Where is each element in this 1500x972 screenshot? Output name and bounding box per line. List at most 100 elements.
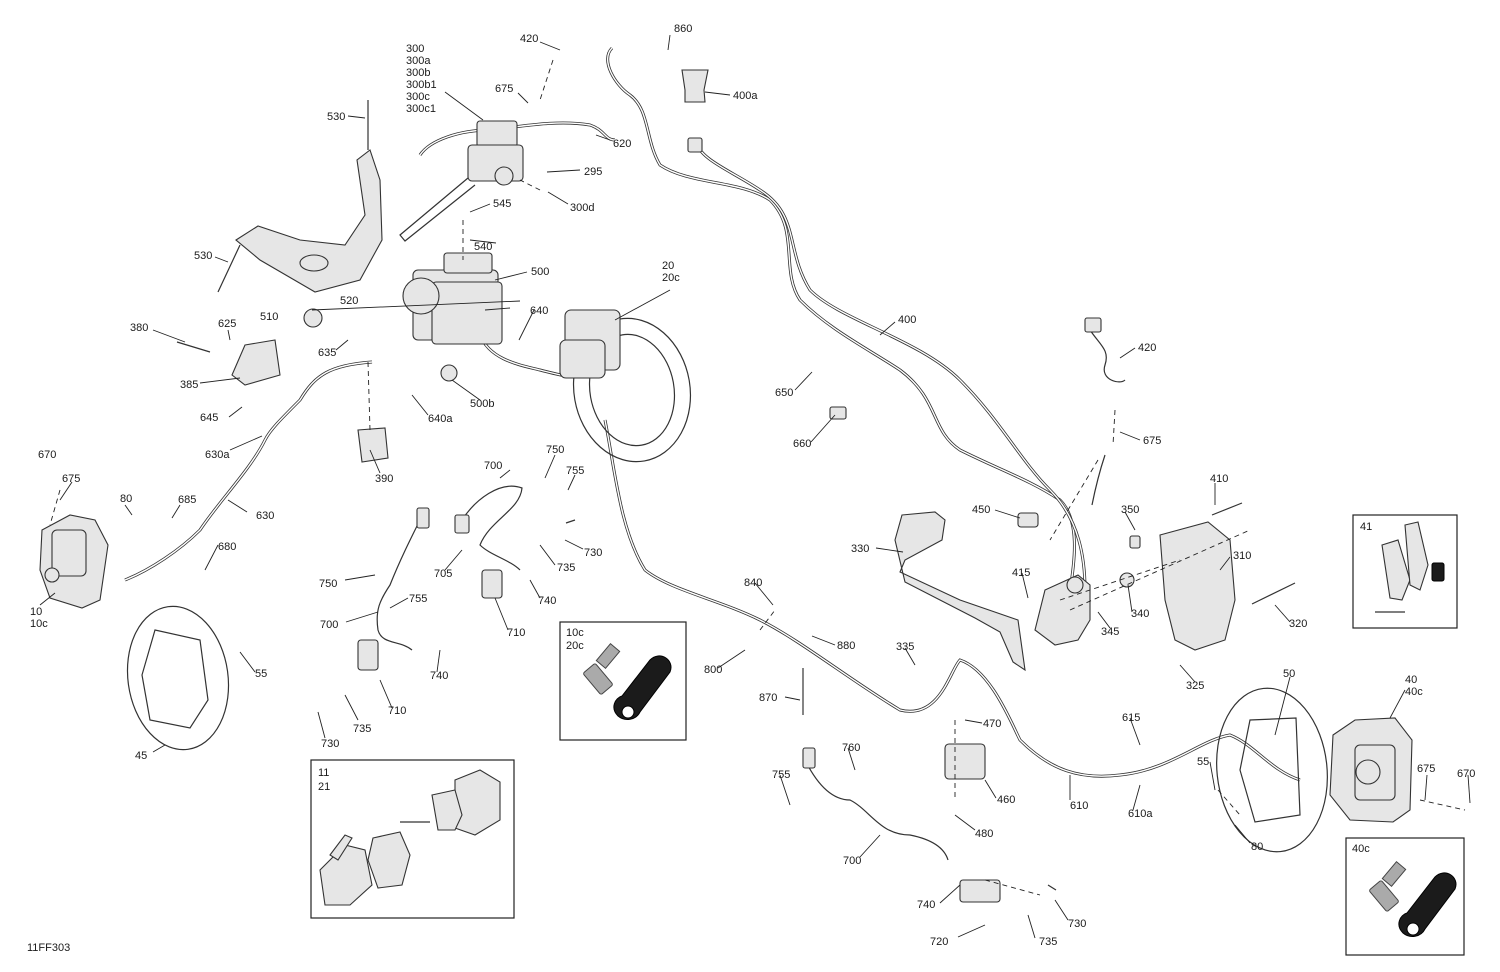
callout-label: 630 [256, 510, 274, 522]
callout-label: 55 [1197, 756, 1209, 768]
callout-label: 625 [218, 318, 236, 330]
callout-label: 880 [837, 640, 855, 652]
callout-line: 680 [218, 541, 236, 553]
callout-line: 20c [662, 272, 680, 284]
callout-label: 750 [319, 578, 337, 590]
callout-line: 740 [917, 899, 935, 911]
callout-label: 675 [62, 473, 80, 485]
callout-line: 700 [484, 460, 502, 472]
callout-label: 735 [1039, 936, 1057, 948]
callout-label: 700 [320, 619, 338, 631]
callout-line: 700 [843, 855, 861, 867]
bleeder-cap-icon [613, 655, 672, 720]
small-parts [231, 308, 1141, 903]
callout-line: 660 [793, 438, 811, 450]
callout-line: 685 [178, 494, 196, 506]
callout-line: 720 [930, 936, 948, 948]
callout-line: 630a [205, 449, 230, 461]
inset-label: 10c [566, 627, 584, 639]
brake-pad-icon [1375, 521, 1445, 613]
callout-label: 500 [531, 266, 549, 278]
callout-label: 530 [194, 250, 212, 262]
callout-line: 20 [662, 260, 674, 272]
callout-label: 400 [898, 314, 916, 326]
rear-master-cylinder [1034, 574, 1091, 646]
callout-line: 400a [733, 90, 758, 102]
callout-label: 80 [120, 493, 132, 505]
callout-label: 710 [507, 627, 525, 639]
callout-line: 50 [1283, 668, 1295, 680]
callout-label: 510 [260, 311, 278, 323]
abs-reservoir-400a [681, 69, 709, 153]
callout-label: 620 [613, 138, 631, 150]
callout-label: 750 [546, 444, 564, 456]
callout-line: 625 [218, 318, 236, 330]
callout-line: 730 [1068, 918, 1086, 930]
callout-label: 840 [744, 577, 762, 589]
inset-box-40c: 40c [1345, 837, 1465, 956]
callout-line: 40 [1405, 674, 1417, 686]
callout-line: 675 [1143, 435, 1161, 447]
callout-label: 730 [1068, 918, 1086, 930]
callout-label: 720 [930, 936, 948, 948]
callout-label: 470 [983, 718, 1001, 730]
callout-line: 80 [1251, 841, 1263, 853]
front-right-disc [559, 309, 692, 463]
callout-line: 320 [1289, 618, 1307, 630]
callout-line: 640a [428, 413, 453, 425]
callout-label: 80 [1251, 841, 1263, 853]
callout-label: 670 [38, 449, 56, 461]
callout-line: 730 [321, 738, 339, 750]
callout-line: 410 [1210, 473, 1228, 485]
callout-line: 635 [318, 347, 336, 359]
callout-line: 390 [375, 473, 393, 485]
callout-line: 610 [1070, 800, 1088, 812]
callout-line: 610a [1128, 808, 1153, 820]
callout-line: 500 [531, 266, 549, 278]
callout-line: 500b [470, 398, 494, 410]
callout-line: 750 [546, 444, 564, 456]
callout-line: 700 [320, 619, 338, 631]
callout-line: 615 [1122, 712, 1140, 724]
callout-label: 480 [975, 828, 993, 840]
callout-line: 80 [120, 493, 132, 505]
callout-label: 320 [1289, 618, 1307, 630]
callout-label: 45 [135, 750, 147, 762]
callout-line: 710 [507, 627, 525, 639]
master-cylinder-assembly [399, 120, 524, 242]
callout-line: 675 [1417, 763, 1435, 775]
callout-label: 310 [1233, 550, 1251, 562]
callout-label: 635 [318, 347, 336, 359]
callout-label: 675 [495, 83, 513, 95]
callout-line: 840 [744, 577, 762, 589]
callout-label: 55 [255, 668, 267, 680]
callout-label: 340 [1131, 608, 1149, 620]
callout-line: 345 [1101, 626, 1119, 638]
callout-label: 800 [704, 664, 722, 676]
callout-line: 710 [388, 705, 406, 717]
callout-line: 860 [674, 23, 692, 35]
callout-label: 400a [733, 90, 758, 102]
callout-line: 675 [495, 83, 513, 95]
callout-label: 420 [520, 33, 538, 45]
callout-line: 55 [1197, 756, 1209, 768]
diagram-id: 11FF303 [27, 942, 70, 954]
callout-label: 730 [584, 547, 602, 559]
callout-label: 755 [566, 465, 584, 477]
callout-label: 50 [1283, 668, 1295, 680]
callout-label: 530 [327, 111, 345, 123]
callout-label: 680 [218, 541, 236, 553]
brake-pedal [894, 511, 1026, 672]
inset-label: 40c [1352, 843, 1370, 855]
inset-box-10c-20c: 10c 20c [559, 621, 687, 741]
callout-line: 530 [327, 111, 345, 123]
callout-label: 650 [775, 387, 793, 399]
callout-label: 645 [200, 412, 218, 424]
callout-label: 640a [428, 413, 453, 425]
callout-label: 700 [484, 460, 502, 472]
abs-module [402, 252, 503, 345]
